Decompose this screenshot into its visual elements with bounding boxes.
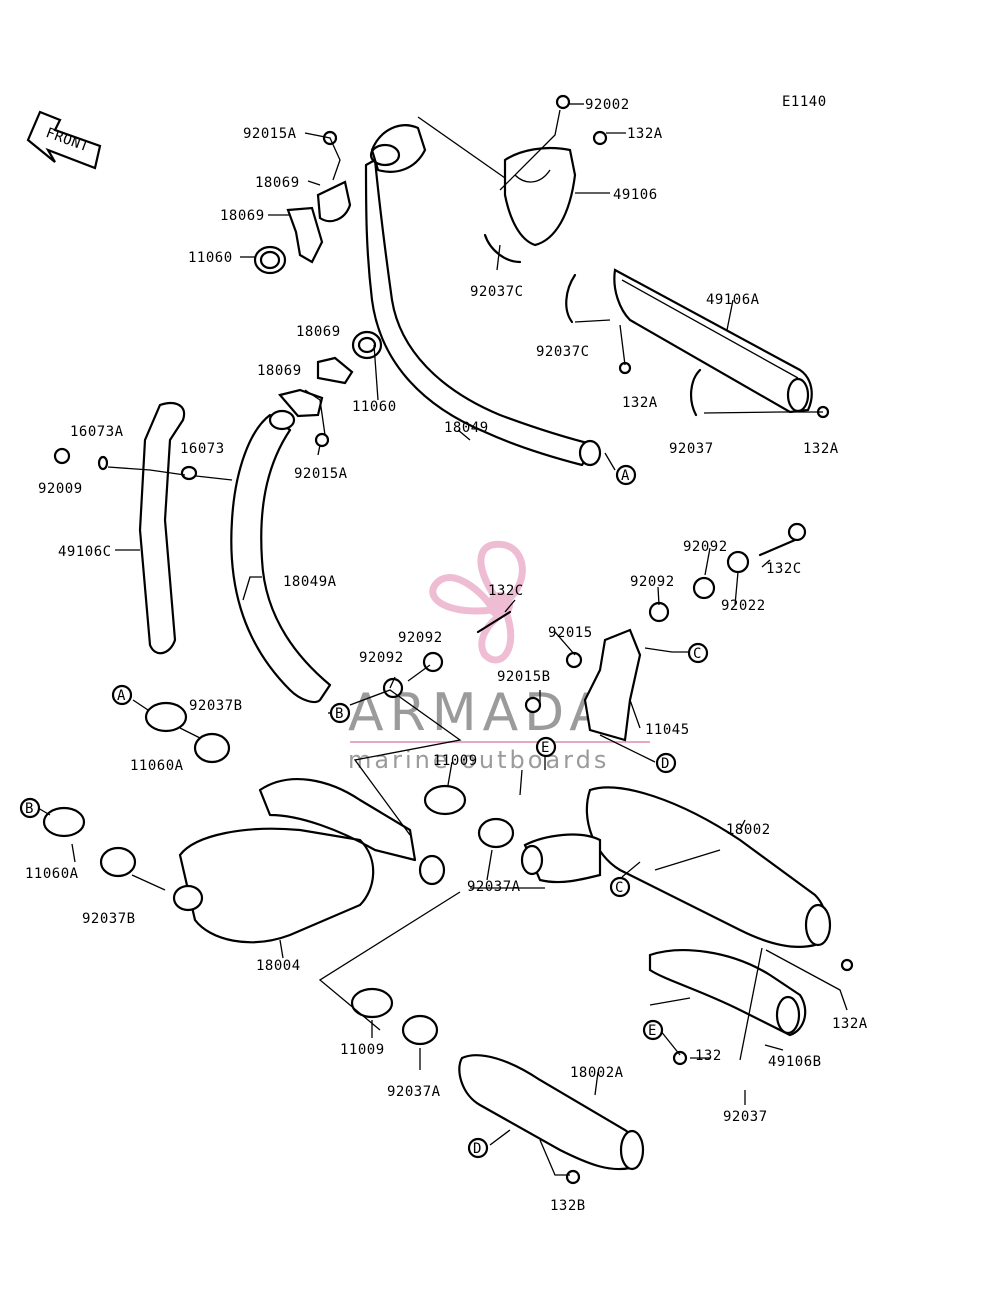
label-92037C: 92037C xyxy=(536,344,590,360)
label-92092: 92092 xyxy=(683,539,728,555)
flange-18069-a xyxy=(316,180,352,223)
label-92015A: 92015A xyxy=(243,126,297,142)
label-18069: 18069 xyxy=(255,175,300,191)
clamp-92037B-b xyxy=(99,846,137,878)
label-11060: 11060 xyxy=(352,399,397,415)
propeller-logo xyxy=(429,540,526,664)
label-49106: 49106 xyxy=(613,187,658,203)
label-18049: 18049 xyxy=(444,420,489,436)
label-132B: 132B xyxy=(550,1198,586,1214)
clamp-92037C-b xyxy=(565,273,577,324)
label-16073A: 16073A xyxy=(70,424,124,440)
label-49106B: 49106B xyxy=(768,1054,822,1070)
marker-E: E xyxy=(541,740,550,756)
clamp-92037B-a xyxy=(193,732,231,764)
label-92037A: 92037A xyxy=(467,879,521,895)
header-flange xyxy=(370,124,427,173)
label-11009: 11009 xyxy=(433,753,478,769)
label-132A: 132A xyxy=(627,126,663,142)
label-92015: 92015 xyxy=(548,625,593,641)
marker-D: D xyxy=(661,756,670,772)
label-18002A: 18002A xyxy=(570,1065,624,1081)
part-labels: 92002 132A 49106 92037C 92015A 18069 180… xyxy=(25,97,868,1214)
diagram-code: E1140 xyxy=(782,94,827,110)
label-49106A: 49106A xyxy=(706,292,760,308)
header-pipe-18049A xyxy=(230,413,332,704)
marker-B: B xyxy=(25,801,34,817)
bolt-132C-a xyxy=(476,610,512,634)
bolt-132C-b xyxy=(758,538,797,557)
chamber-18004 xyxy=(178,827,375,944)
label-132A: 132A xyxy=(832,1016,868,1032)
label-18069: 18069 xyxy=(257,363,302,379)
label-49106C: 49106C xyxy=(58,544,112,560)
label-18069: 18069 xyxy=(220,208,265,224)
label-92037B: 92037B xyxy=(82,911,136,927)
label-18049A: 18049A xyxy=(283,574,337,590)
front-arrow: FRONT xyxy=(26,110,102,170)
label-132A: 132A xyxy=(622,395,658,411)
label-18002: 18002 xyxy=(726,822,771,838)
marker-A: A xyxy=(117,688,126,704)
heat-cover-49106 xyxy=(503,146,577,247)
watermark-tagline: marine outboards xyxy=(348,746,609,774)
gasket-11060-top xyxy=(253,245,287,275)
armada-watermark: ARMADA marine outboards xyxy=(348,540,650,774)
connector-11060A-a xyxy=(144,701,188,733)
label-18069: 18069 xyxy=(296,324,341,340)
connector-11009-b xyxy=(350,987,394,1019)
connector-11060A-b xyxy=(42,806,86,838)
flange-18069-c xyxy=(316,356,354,385)
part-shapes xyxy=(42,94,854,1185)
label-11060A: 11060A xyxy=(25,866,79,882)
label-132: 132 xyxy=(695,1048,722,1064)
label-92092: 92092 xyxy=(359,650,404,666)
label-92015A: 92015A xyxy=(294,466,348,482)
marker-E: E xyxy=(648,1023,657,1039)
label-92037B: 92037B xyxy=(189,698,243,714)
label-132C: 132C xyxy=(488,583,524,599)
heat-cover-49106C xyxy=(138,402,186,655)
label-92037A: 92037A xyxy=(387,1084,441,1100)
clamp-92037 xyxy=(690,368,702,417)
clamp-92037C-top xyxy=(483,233,522,264)
label-132C: 132C xyxy=(766,561,802,577)
gasket-11060-mid xyxy=(351,330,383,360)
label-92002: 92002 xyxy=(585,97,630,113)
label-132A: 132A xyxy=(803,441,839,457)
bracket-11045 xyxy=(583,628,642,742)
label-18004: 18004 xyxy=(256,958,301,974)
flange-18069-d xyxy=(278,388,324,418)
label-92015B: 92015B xyxy=(497,669,551,685)
header-pipe-18049 xyxy=(364,158,597,467)
label-92092: 92092 xyxy=(630,574,675,590)
flange-18069-b xyxy=(286,206,324,264)
label-11009: 11009 xyxy=(340,1042,385,1058)
clamp-92037A-a xyxy=(477,817,515,849)
clamp-92037A-b xyxy=(401,1014,439,1046)
marker-C: C xyxy=(693,646,702,662)
label-11060A: 11060A xyxy=(130,758,184,774)
reference-markers: A A B B C C D D E E xyxy=(19,464,709,1159)
muffler-18002 xyxy=(585,786,828,948)
label-92037: 92037 xyxy=(669,441,714,457)
heat-cover-49106B xyxy=(648,949,807,1037)
marker-C: C xyxy=(615,880,624,896)
label-11045: 11045 xyxy=(645,722,690,738)
marker-A: A xyxy=(621,468,630,484)
marker-D: D xyxy=(473,1141,482,1157)
leader-lines xyxy=(37,103,848,1176)
label-92092: 92092 xyxy=(398,630,443,646)
marker-B: B xyxy=(335,706,344,722)
label-92022: 92022 xyxy=(721,598,766,614)
label-16073: 16073 xyxy=(180,441,225,457)
connector-11009-a xyxy=(423,784,467,816)
label-11060: 11060 xyxy=(188,250,233,266)
label-92009: 92009 xyxy=(38,481,83,497)
label-92037C: 92037C xyxy=(470,284,524,300)
label-92037: 92037 xyxy=(723,1109,768,1125)
